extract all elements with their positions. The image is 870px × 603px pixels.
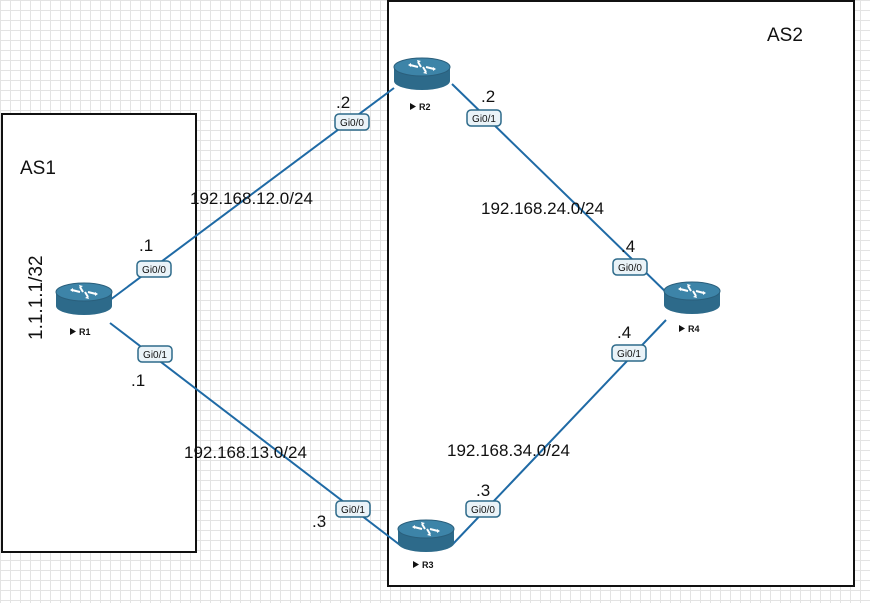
iface-badge-r1-gi00[interactable]: Gi0/0	[136, 260, 172, 278]
svg-text:Gi0/1: Gi0/1	[341, 505, 365, 516]
router-r3[interactable]: R3	[397, 519, 455, 570]
host-r1-gi00: .1	[139, 236, 153, 255]
loopback-label: 1.1.1.1/32	[26, 255, 47, 340]
svg-text:Gi0/0: Gi0/0	[618, 263, 642, 274]
router-icon	[397, 519, 455, 553]
host-r1-gi01: .1	[131, 371, 145, 390]
host-r3-gi00: .3	[476, 481, 490, 500]
svg-text:R1: R1	[79, 327, 91, 337]
router-r4[interactable]: R4	[663, 281, 721, 334]
svg-text:Gi0/1: Gi0/1	[472, 114, 496, 125]
iface-badge-r3-gi01[interactable]: Gi0/1	[335, 500, 371, 518]
router-r1[interactable]: R1	[55, 282, 113, 337]
iface-badge-r3-gi00[interactable]: Gi0/0	[465, 500, 501, 518]
router-icon	[393, 57, 451, 91]
svg-text:Gi0/0: Gi0/0	[471, 505, 495, 516]
subnet-label-r3-r4: 192.168.34.0/24	[447, 441, 570, 460]
svg-text:Gi0/0: Gi0/0	[142, 265, 166, 276]
svg-text:R3: R3	[422, 560, 434, 570]
subnet-label-r2-r4: 192.168.24.0/24	[481, 199, 604, 218]
iface-badge-r4-gi00[interactable]: Gi0/0	[612, 258, 648, 276]
subnet-label-r1-r3: 192.168.13.0/24	[184, 443, 307, 462]
svg-text:Gi0/0: Gi0/0	[340, 118, 364, 129]
subnet-label-r1-r2: 192.168.12.0/24	[190, 189, 313, 208]
svg-text:R2: R2	[419, 102, 431, 112]
host-r2-gi00: .2	[336, 93, 350, 112]
router-icon	[663, 281, 721, 315]
as1-boundary	[1, 113, 197, 553]
svg-text:Gi0/1: Gi0/1	[143, 350, 167, 361]
as2-label: AS2	[767, 25, 803, 46]
router-r2[interactable]: R2	[393, 57, 451, 112]
host-r3-gi01: .3	[312, 512, 326, 531]
svg-text:Gi0/1: Gi0/1	[617, 349, 641, 360]
iface-badge-r1-gi01[interactable]: Gi0/1	[137, 345, 173, 363]
as1-label: AS1	[20, 158, 56, 179]
host-r4-gi00: .4	[621, 237, 635, 256]
host-r4-gi01: .4	[617, 323, 631, 342]
iface-badge-r2-gi00[interactable]: Gi0/0	[334, 113, 370, 131]
host-r2-gi01: .2	[481, 87, 495, 106]
svg-text:R4: R4	[688, 324, 700, 334]
iface-badge-r2-gi01[interactable]: Gi0/1	[466, 109, 502, 127]
router-icon	[55, 282, 113, 316]
iface-badge-r4-gi01[interactable]: Gi0/1	[611, 344, 647, 362]
